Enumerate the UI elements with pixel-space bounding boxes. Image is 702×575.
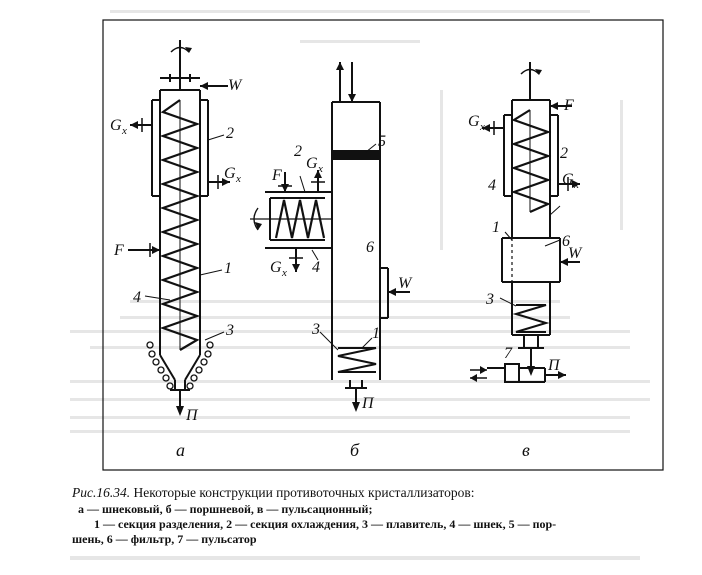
label-a-1: 1 <box>224 260 232 277</box>
label-v-f: F <box>563 97 574 114</box>
label-b-1: 1 <box>372 325 380 342</box>
label-b-f: F <box>271 167 282 184</box>
caption-types-line: а — шнековый, б — поршневой, в — пульсац… <box>78 502 373 516</box>
heater-coils-a <box>146 341 214 390</box>
label-a-4: 4 <box>133 289 141 306</box>
figure-title: Некоторые конструкции противоточных крис… <box>130 485 475 500</box>
label-a-gx-top-sub: x <box>121 125 127 137</box>
label-v-2: 2 <box>560 145 568 162</box>
label-a-3: 3 <box>225 322 234 339</box>
caption-legend-line-2: шень, 6 — фильтр, 7 — пульсатор <box>72 532 257 546</box>
label-b-gx-sub: x <box>317 163 323 175</box>
label-a-gx-top: G <box>110 117 122 134</box>
label-v-gx2-sub: x <box>573 179 579 191</box>
label-v-4: 4 <box>488 177 496 194</box>
label-v-3: 3 <box>485 291 494 308</box>
label-v-1: 1 <box>492 219 500 236</box>
panel-a-screw-crystallizer <box>128 40 230 408</box>
label-b-gx: G <box>306 155 318 172</box>
panel-label-a: а <box>176 440 185 460</box>
label-v-gx2: G <box>562 171 574 188</box>
panel-label-v: в <box>522 440 530 460</box>
figure-frame <box>102 19 664 471</box>
label-b-gx-bot: G <box>270 259 282 276</box>
label-a-2: 2 <box>226 125 234 142</box>
label-v-gx-sub: x <box>479 121 485 133</box>
label-v-p: П <box>547 357 561 374</box>
label-b-w: W <box>398 275 413 292</box>
label-v-gx: G <box>468 113 480 130</box>
label-b-gx-bot-sub: x <box>281 267 287 279</box>
label-a-gx-mid-sub: x <box>235 173 241 185</box>
label-v-w: W <box>568 245 583 262</box>
label-b-3: 3 <box>311 321 320 338</box>
label-a-gx-mid: G <box>224 165 236 182</box>
panel-b-piston-crystallizer <box>250 62 410 405</box>
panel-label-b: б <box>350 440 360 460</box>
label-b-2: 2 <box>294 143 302 160</box>
label-a-w: W <box>228 77 243 94</box>
label-b-4: 4 <box>312 259 320 276</box>
flow-arrowheads <box>130 47 580 416</box>
caption-legend-line-1: 1 — секция разделения, 2 — секция охлажд… <box>94 517 557 531</box>
label-a-f: F <box>113 242 124 259</box>
label-b-5: 5 <box>378 133 386 150</box>
label-v-7: 7 <box>504 345 513 362</box>
label-v-6: 6 <box>562 233 570 250</box>
figure-number: Рис.16.34. <box>72 485 131 500</box>
label-b-p: П <box>361 395 375 412</box>
label-a-p: П <box>185 407 199 424</box>
label-b-6: 6 <box>366 239 374 256</box>
figure-caption-title: Рис.16.34. Некоторые конструкции противо… <box>72 484 672 501</box>
